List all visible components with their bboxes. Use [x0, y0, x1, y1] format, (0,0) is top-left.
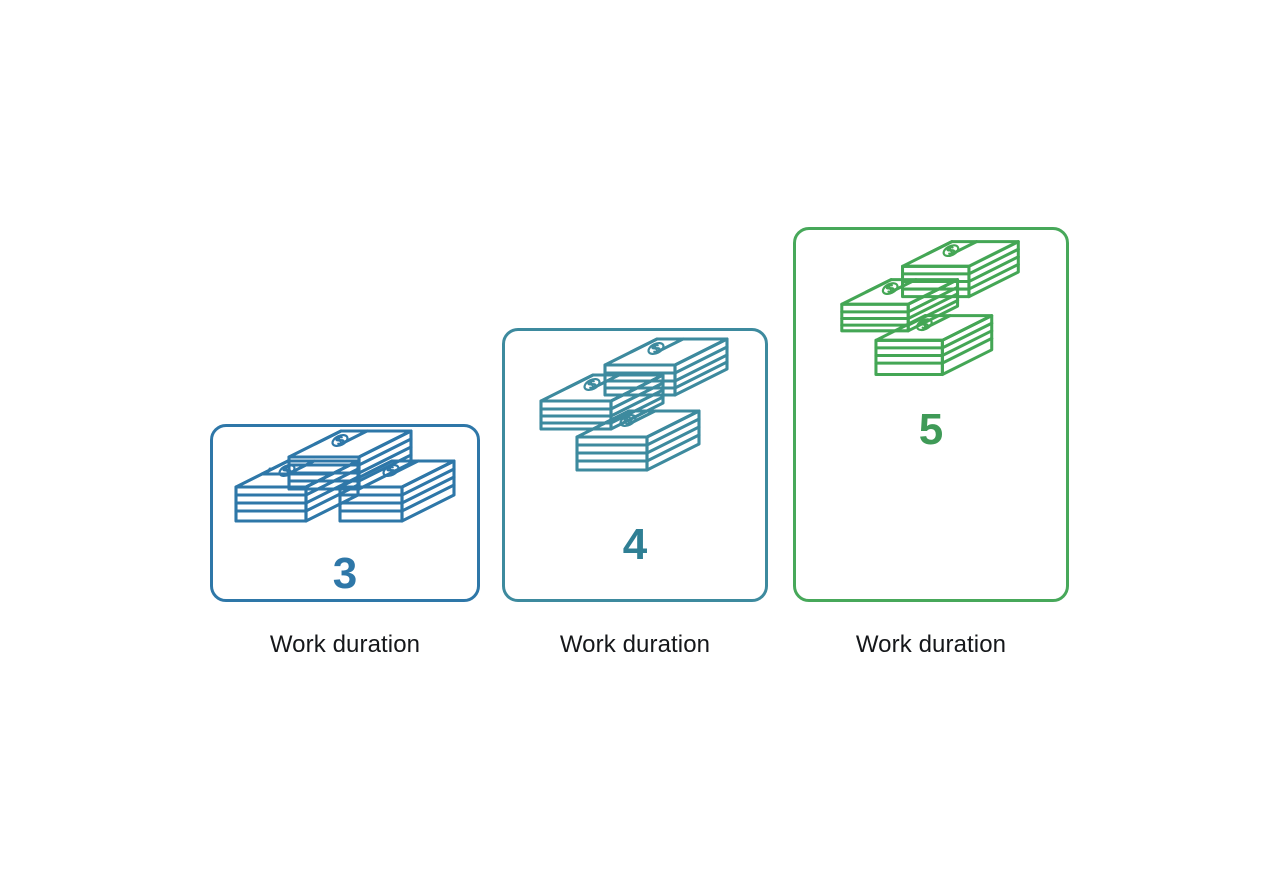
money-stacks-icon — [539, 337, 729, 472]
money-icon-container-2 — [505, 337, 765, 474]
money-stacks-icon — [840, 240, 1020, 376]
money-stacks-icon — [234, 429, 456, 523]
card-value-3: 5 — [918, 405, 944, 454]
value-card-3[interactable]: 5 — [793, 227, 1069, 602]
card-value-1: 3 — [332, 549, 358, 598]
card-caption-2: Work duration — [559, 631, 711, 658]
card-value-2: 4 — [622, 520, 648, 569]
value-card-1[interactable]: 3 — [210, 424, 480, 602]
card-caption-3: Work duration — [855, 631, 1007, 658]
card-caption-1: Work duration — [269, 631, 421, 658]
money-icon-container-1 — [213, 429, 477, 543]
value-card-2[interactable]: 4 — [502, 328, 768, 602]
money-icon-container-3 — [796, 234, 1066, 384]
